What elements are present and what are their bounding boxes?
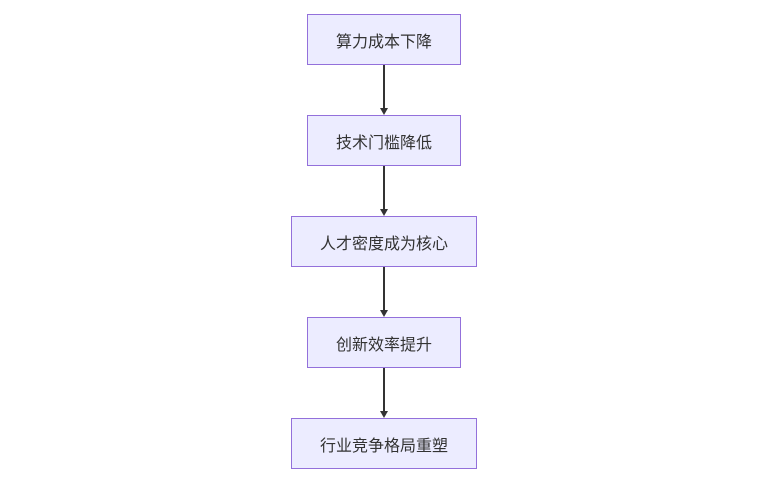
arrow-line [383, 65, 385, 108]
arrow-head-icon [380, 310, 388, 317]
flow-node-talent-density: 人才密度成为核心 [290, 216, 477, 267]
arrow-head-icon [380, 411, 388, 418]
flow-node-innovation-efficiency: 创新效率提升 [306, 317, 461, 368]
arrow-head-icon [380, 209, 388, 216]
flow-node-computing-cost: 算力成本下降 [306, 14, 461, 65]
arrow-line [383, 166, 385, 209]
flow-node-industry-landscape: 行业竞争格局重塑 [290, 418, 477, 469]
arrow-down-icon [378, 166, 390, 216]
arrow-down-icon [378, 267, 390, 317]
arrow-line [383, 267, 385, 310]
arrow-down-icon [378, 368, 390, 418]
arrow-down-icon [378, 65, 390, 115]
flow-node-tech-threshold: 技术门槛降低 [306, 115, 461, 166]
arrow-line [383, 368, 385, 411]
arrow-head-icon [380, 108, 388, 115]
